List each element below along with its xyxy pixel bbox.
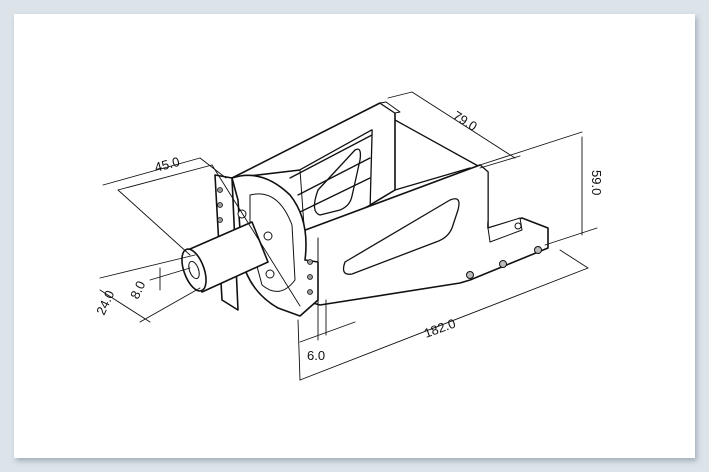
dimension-lines [99,91,598,381]
dim-shaft-diameter: 24.0 [93,288,117,317]
dim-bore-diameter: 8.0 [127,279,148,302]
dim-overall-length: 182.0 [422,316,458,341]
dim-frame-height: 59.0 [589,170,604,195]
front-plate [299,164,549,306]
dim-frame-depth: 79.0 [450,108,479,134]
dim-flange-width: 45.0 [153,154,181,175]
dim-plate-thickness: 6.0 [307,348,325,363]
shaft [181,221,269,293]
